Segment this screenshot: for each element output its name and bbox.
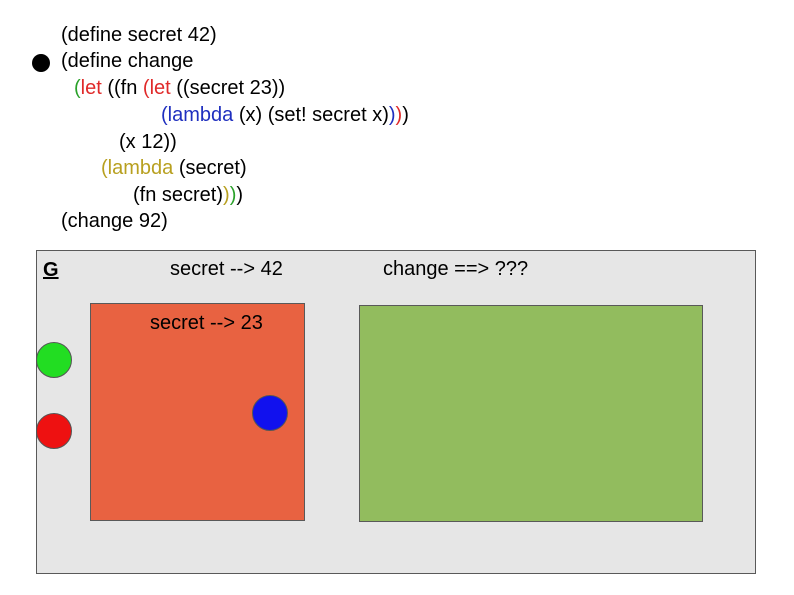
blue-marker-icon — [252, 395, 288, 431]
code-token: ( — [161, 104, 168, 126]
code-line-4: (lambda (x) (set! secret x)))) — [161, 102, 409, 128]
code-token: let — [80, 77, 102, 99]
code-token: ) — [402, 104, 409, 126]
code-token: ((secret 23)) — [170, 77, 286, 99]
code-token: ( — [142, 77, 150, 99]
green-marker-icon — [36, 342, 72, 378]
code-token: (secret) — [173, 157, 247, 179]
code-line-3: (let ((fn (let ((secret 23)) — [74, 75, 285, 101]
code-token: (define change — [61, 50, 194, 72]
code-token: (fn secret) — [133, 184, 224, 206]
code-line-7: (fn secret)))) — [133, 182, 243, 208]
code-token: ) — [236, 184, 244, 206]
code-token: ((fn — [101, 77, 143, 99]
code-token: (x) (set! secret x) — [233, 104, 389, 126]
code-token: ) — [388, 104, 396, 126]
code-token: ( — [74, 77, 81, 99]
current-line-bullet-icon — [32, 54, 50, 72]
code-token: lambda — [167, 104, 234, 126]
code-token: ) — [395, 104, 403, 126]
binding-secret-let: secret --> 23 — [150, 312, 263, 334]
code-line-2: (define change — [61, 48, 193, 74]
lambda-frame — [359, 305, 703, 522]
code-token: ( — [101, 157, 108, 179]
code-token: ) — [223, 184, 230, 206]
binding-change-global: change ==> ??? — [383, 258, 529, 280]
code-line-1: (define secret 42) — [61, 22, 217, 48]
red-marker-icon — [36, 413, 72, 449]
code-line-8: (change 92) — [61, 208, 168, 234]
code-token: ) — [229, 184, 237, 206]
code-token: lambda — [107, 157, 174, 179]
binding-secret-global: secret --> 42 — [170, 258, 283, 280]
code-token: (change 92) — [61, 210, 168, 232]
code-line-6: (lambda (secret) — [101, 155, 247, 181]
code-token: (define secret 42) — [61, 24, 217, 46]
global-env-label: G — [43, 259, 59, 281]
code-line-5: (x 12)) — [119, 129, 177, 155]
code-token: let — [149, 77, 171, 99]
code-token: (x 12)) — [119, 131, 177, 153]
